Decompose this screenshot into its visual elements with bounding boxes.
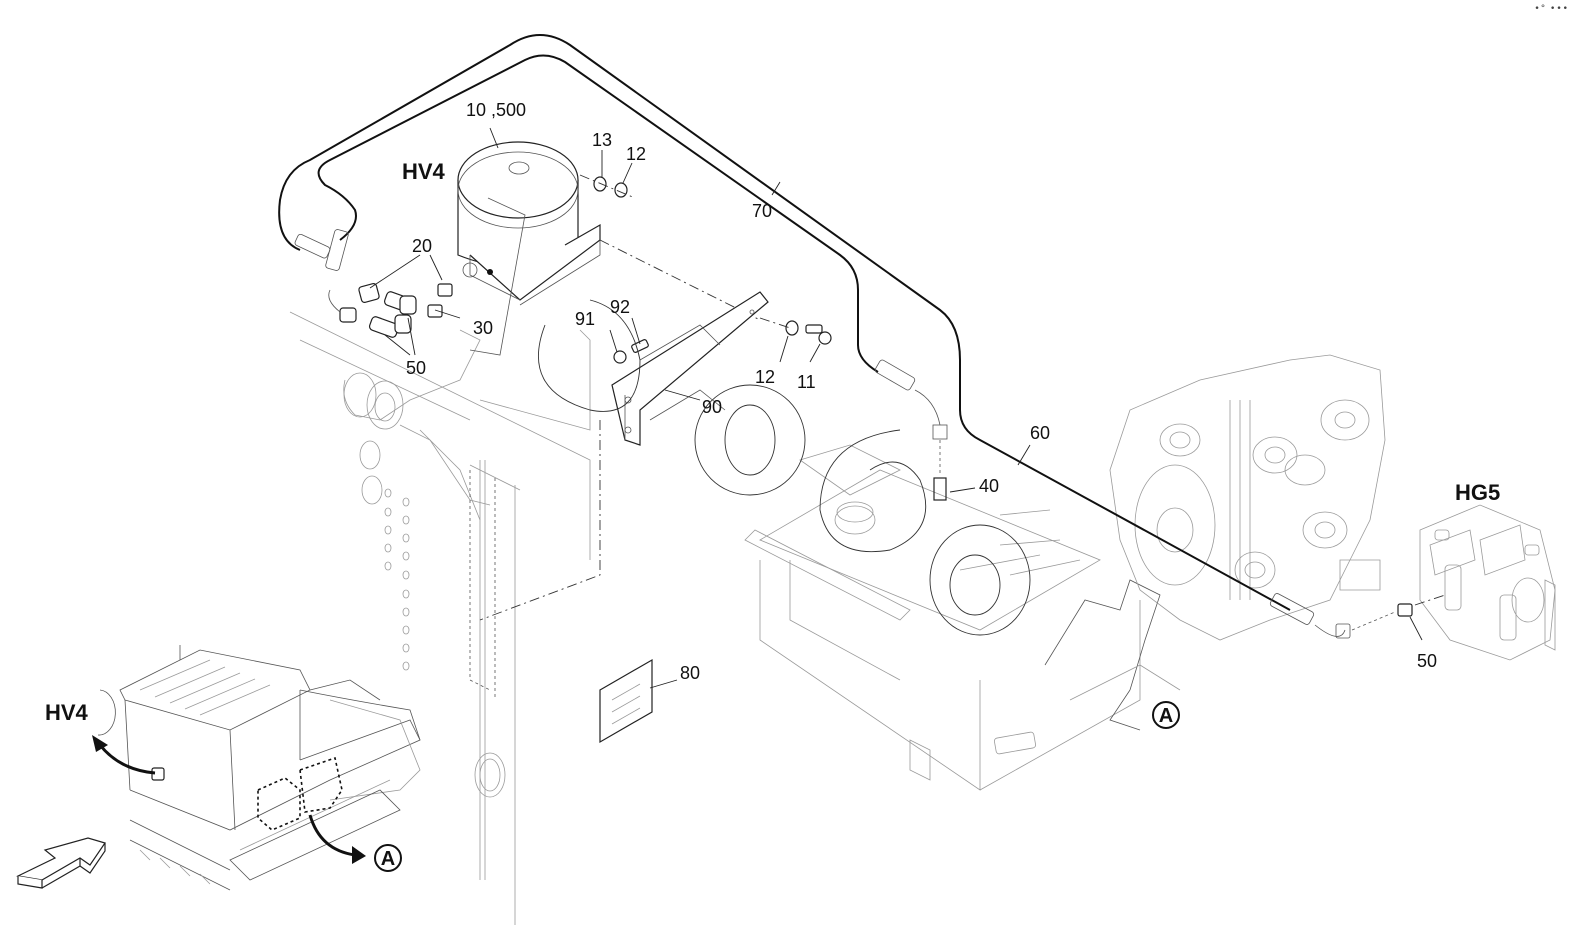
hg5-pump: [1419, 504, 1556, 661]
fitting-50-hg5: [1397, 603, 1413, 617]
arrow-head-icon: [352, 846, 366, 864]
part-label-80: 80: [680, 663, 700, 683]
part-label-50-right: 50: [1417, 651, 1437, 671]
decal-80: [599, 658, 653, 744]
overview-label-hv4: HV4: [45, 700, 89, 725]
part-label-12-mid: 12: [755, 367, 775, 387]
part-labels: 10 ,500 13 12 70 20 30 50 91 92 12 11 90…: [406, 100, 1437, 683]
hv4-hand-pump: [457, 141, 601, 356]
part-label-70: 70: [752, 201, 772, 221]
part-label-13: 13: [592, 130, 612, 150]
assembly-label-hv4: HV4: [402, 159, 446, 184]
overview-hv4-callout: HV4: [45, 689, 156, 775]
part-label-60: 60: [1030, 423, 1050, 443]
part-label-12-top: 12: [626, 144, 646, 164]
machine-frame: [289, 311, 591, 925]
view-direction-arrow-icon: [16, 837, 106, 889]
detail-ref-a-main: A: [1152, 701, 1180, 729]
part-label-91: 91: [575, 309, 595, 329]
bracket-90: [479, 291, 769, 621]
frame-holes: [359, 440, 410, 671]
watermark: [537, 299, 1031, 636]
detail-ref-a-overview-text: A: [381, 848, 395, 870]
part-label-30: 30: [473, 318, 493, 338]
part-label-10-500: 10 ,500: [466, 100, 526, 120]
corner-indicator: •° •••: [1534, 4, 1569, 14]
pump-transfer-gearbox: [1109, 354, 1386, 641]
hose-fitting-right: [1269, 593, 1446, 639]
detail-ref-a-main-text: A: [1159, 705, 1173, 727]
hose-fitting-mid: [874, 359, 948, 501]
fitting-40: [933, 477, 947, 501]
part-label-20: 20: [412, 236, 432, 256]
part-label-90: 90: [702, 397, 722, 417]
screw-92-washer-91: [613, 339, 649, 364]
washers-13-12: [579, 174, 761, 321]
hydraulic-tank: [744, 444, 1181, 791]
overview-a-callout: A: [308, 814, 402, 872]
part-label-40: 40: [979, 476, 999, 496]
leader-lines: [369, 127, 1423, 689]
assembly-label-hg5: HG5: [1455, 480, 1500, 505]
part-label-92: 92: [610, 297, 630, 317]
hose-line-70-60: [278, 34, 1291, 611]
arrow-head-icon: [92, 735, 108, 752]
fittings-cluster: [328, 283, 453, 338]
part-label-50-left: 50: [406, 358, 426, 378]
part-label-11: 11: [797, 372, 816, 392]
hose-fitting-left: [294, 229, 349, 271]
bolt-11-washer-12: [759, 317, 832, 345]
